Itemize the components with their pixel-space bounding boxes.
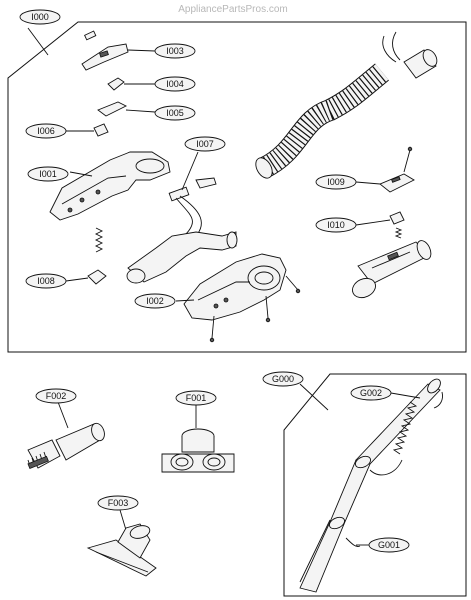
svg-text:I005: I005 [166, 108, 184, 118]
label-i006: I006 [25, 123, 67, 139]
svg-text:I003: I003 [166, 46, 184, 56]
label-f003: F003 [97, 495, 139, 511]
part-i010-spring-clip[interactable] [355, 211, 405, 239]
part-f001-clamp-holder[interactable] [161, 404, 235, 473]
part-i005-button[interactable] [97, 101, 156, 117]
assembly-frame-g000 [283, 373, 467, 597]
svg-text:I006: I006 [37, 126, 55, 136]
label-i001: I001 [27, 166, 69, 182]
label-f001: F001 [175, 390, 217, 406]
label-i008: I008 [25, 273, 67, 289]
part-g001-telescopic-wand[interactable] [299, 377, 443, 593]
part-g002-coiled-cord[interactable] [369, 391, 443, 476]
part-f002-brush-tool[interactable] [27, 401, 107, 470]
svg-text:I000: I000 [31, 12, 49, 22]
label-i002: I002 [134, 293, 176, 309]
svg-text:I004: I004 [166, 79, 184, 89]
part-wand-connector[interactable] [349, 238, 433, 301]
svg-text:G001: G001 [378, 540, 400, 550]
label-g000: G000 [262, 371, 304, 387]
label-f002: F002 [35, 388, 77, 404]
svg-text:F003: F003 [108, 498, 129, 508]
svg-text:G000: G000 [272, 374, 294, 384]
svg-text:G002: G002 [360, 388, 382, 398]
svg-text:I008: I008 [37, 276, 55, 286]
label-i009: I009 [315, 174, 357, 190]
part-corrugated-hose[interactable] [252, 63, 389, 181]
label-i003: I003 [154, 43, 196, 59]
svg-text:I001: I001 [39, 169, 57, 179]
label-i005: I005 [154, 105, 196, 121]
part-f003-upholstery-nozzle[interactable] [86, 509, 157, 577]
part-handle-pipe[interactable] [126, 231, 238, 284]
svg-text:F002: F002 [46, 391, 67, 401]
label-i000: I000 [19, 9, 61, 25]
part-i007-switch-wires[interactable] [168, 151, 217, 241]
label-g001: G001 [356, 537, 410, 553]
svg-text:F001: F001 [186, 393, 207, 403]
label-g002: G002 [350, 385, 421, 401]
part-hose-cuff-wires[interactable] [382, 31, 440, 79]
label-i007: I007 [184, 136, 226, 152]
watermark-text: AppliancePartsPros.com [178, 4, 288, 15]
svg-text:I002: I002 [146, 296, 164, 306]
part-i002-lower-housing[interactable] [175, 253, 301, 343]
part-i009-latch[interactable] [355, 146, 415, 193]
part-i006-knob[interactable] [66, 123, 109, 137]
part-i008-spring-foot[interactable] [65, 227, 107, 285]
label-i004: I004 [154, 76, 196, 92]
svg-text:I009: I009 [327, 177, 345, 187]
label-i010: I010 [315, 217, 357, 233]
assembly-frame-i000 [7, 21, 467, 353]
part-i003-grip-cover[interactable] [81, 30, 156, 71]
svg-text:I010: I010 [327, 220, 345, 230]
svg-text:I007: I007 [196, 139, 214, 149]
part-i001-handle-housing[interactable] [49, 151, 171, 221]
part-i004-clip[interactable] [107, 77, 155, 91]
